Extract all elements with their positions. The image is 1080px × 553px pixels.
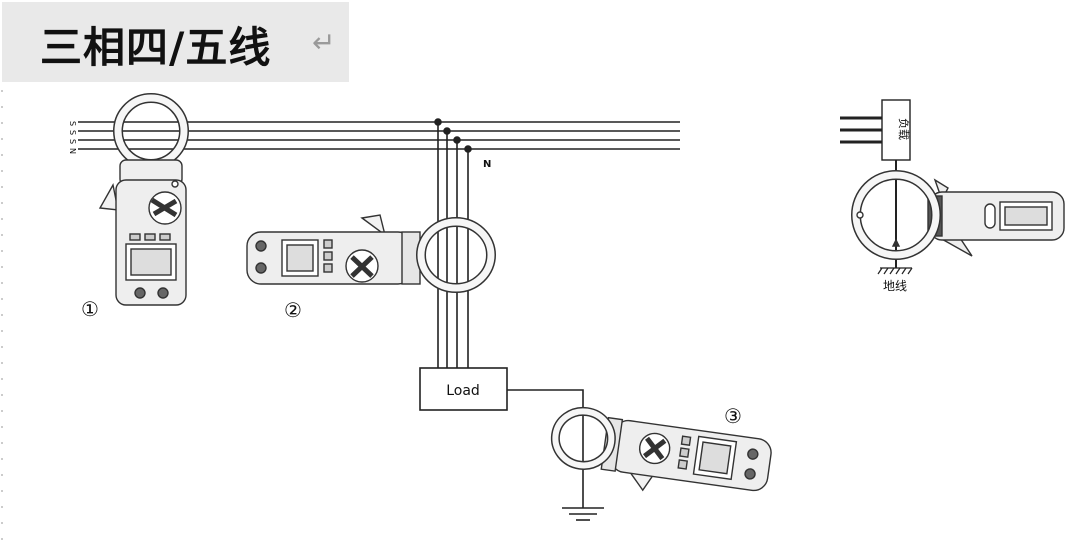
bus-lines — [78, 121, 680, 150]
phase-labels: S S S N — [68, 121, 77, 154]
markers: ① ② ③ — [81, 297, 742, 428]
marker-2: ② — [284, 298, 302, 322]
inset-lines — [840, 116, 882, 144]
page-title: 三相四/五线 — [40, 23, 272, 72]
inset-ground-hatch — [877, 267, 913, 275]
junction-dot-4 — [464, 145, 472, 153]
junction-dot-3 — [453, 136, 461, 144]
ground-wire — [507, 389, 584, 508]
load-box — [419, 367, 508, 411]
load-label: Load — [446, 383, 480, 399]
phase-label-1: S — [68, 121, 77, 126]
marker-3: ③ — [724, 404, 742, 428]
clamp-meter-1 — [98, 93, 189, 306]
phase-label-2: S — [68, 130, 77, 135]
junction-dot-1 — [434, 118, 442, 126]
marker-1: ① — [81, 297, 99, 321]
neutral-label: N — [483, 159, 491, 170]
junction-dot-2 — [443, 127, 451, 135]
clamp-meter-3 — [550, 406, 772, 492]
inset-clamp-meter — [851, 170, 1065, 260]
ground-symbol — [562, 507, 604, 521]
inset-ground-label: 地线 — [883, 279, 907, 293]
return-mark-icon: ↵ — [312, 26, 336, 59]
inset-load-label: 负载 — [897, 118, 911, 140]
drop-lines — [434, 118, 472, 368]
clamp-meter-2 — [246, 214, 496, 293]
phase-label-3: S — [68, 139, 77, 144]
title-box: 三相四/五线 ↵ — [2, 2, 349, 82]
phase-label-4: N — [68, 148, 77, 154]
inset-load-box — [881, 99, 911, 161]
inset-diagram: 负载 地线 — [840, 99, 1065, 293]
